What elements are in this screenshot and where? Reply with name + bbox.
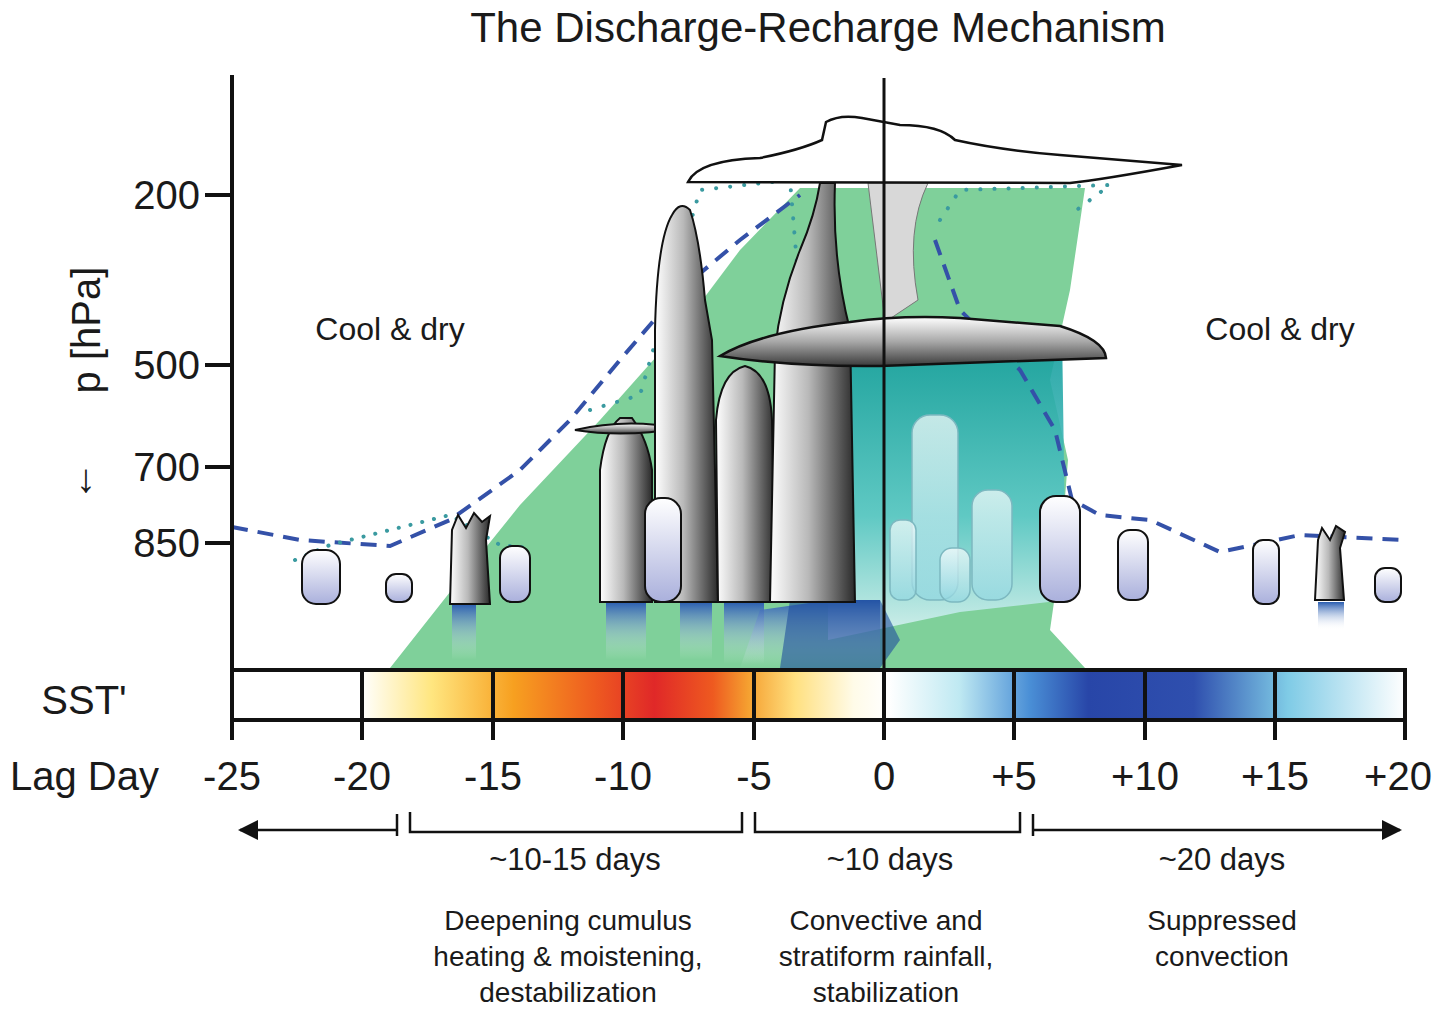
period-length: ~10-15 days: [489, 843, 660, 877]
region-label: Cool & dry: [315, 312, 464, 347]
lag-day-tick: +15: [1241, 754, 1309, 798]
row-label: Lag Day: [10, 754, 159, 798]
region-label: Cool & dry: [1205, 312, 1354, 347]
axis-tick-label: 200: [133, 173, 200, 217]
axis-tick-label: 500: [133, 343, 200, 387]
axis-tick-label: 850: [133, 521, 200, 565]
period-length: ~10 days: [827, 843, 954, 877]
lag-day-tick: +20: [1364, 754, 1432, 798]
period-length: ~20 days: [1159, 843, 1286, 877]
lag-day-tick: -5: [736, 754, 772, 798]
axis-title: p [hPa]: [64, 267, 108, 394]
lag-day-tick: -20: [333, 754, 391, 798]
axis-tick-label: 700: [133, 445, 200, 489]
lag-day-tick: -15: [464, 754, 522, 798]
period-description: Convective and stratiform rainfall, stab…: [736, 903, 1036, 1011]
lag-day-tick: -10: [594, 754, 652, 798]
lag-day-tick: -25: [203, 754, 261, 798]
period-description: Suppressed convection: [1112, 903, 1332, 975]
period-description: Deepening cumulus heating & moistening, …: [396, 903, 741, 1011]
axis-title: ↓: [76, 456, 96, 500]
lag-day-tick: 0: [873, 754, 895, 798]
lag-day-tick: +5: [991, 754, 1037, 798]
row-label: SST': [41, 678, 126, 722]
diagram-title: The Discharge-Recharge Mechanism: [470, 5, 1166, 51]
lag-day-tick: +10: [1111, 754, 1179, 798]
